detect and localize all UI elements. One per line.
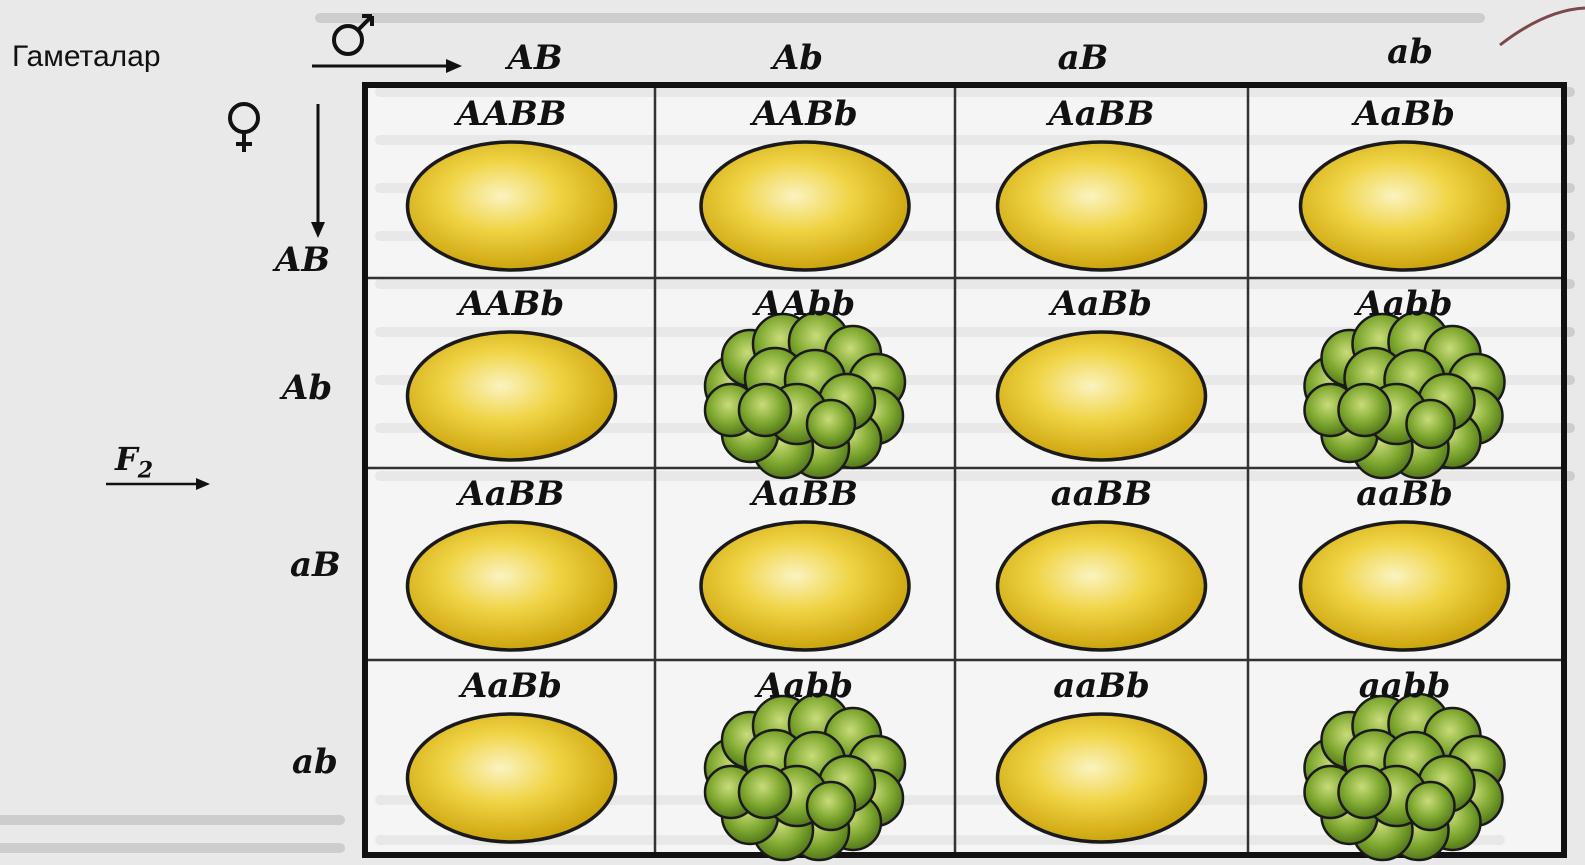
cell-genotype: AABb: [752, 94, 857, 134]
yellow-smooth-seed: [998, 332, 1206, 460]
cell-genotype: aabb: [1359, 666, 1451, 706]
cell-genotype: AAbb: [755, 284, 855, 324]
cell-genotype: aaBB: [1051, 474, 1153, 514]
cell-genotype: AaBb: [1051, 284, 1152, 324]
cell-genotype: aaBb: [1356, 474, 1453, 514]
yellow-smooth-seed: [408, 522, 616, 650]
green-wrinkled-seed: [705, 694, 905, 860]
cell-genotype: Aabb: [757, 666, 853, 706]
cell-genotype: AABb: [459, 284, 564, 324]
yellow-smooth-seed: [1301, 142, 1509, 270]
yellow-smooth-seed: [408, 714, 616, 842]
cell-genotype: AaBB: [1049, 94, 1155, 134]
green-wrinkled-seed: [1305, 694, 1505, 860]
yellow-smooth-seed: [1301, 522, 1509, 650]
cell-genotype: AaBB: [752, 474, 858, 514]
green-wrinkled-seed: [1305, 312, 1505, 478]
yellow-smooth-seed: [408, 142, 616, 270]
cell-genotype: Aabb: [1357, 284, 1453, 324]
cell-genotype: AaBb: [461, 666, 562, 706]
cell-genotype: aaBb: [1053, 666, 1150, 706]
green-wrinkled-seed: [705, 312, 905, 478]
cell-genotype: AaBB: [459, 474, 565, 514]
cell-genotype: AaBb: [1354, 94, 1455, 134]
yellow-smooth-seed: [408, 332, 616, 460]
yellow-smooth-seed: [701, 522, 909, 650]
cell-genotype: AABB: [456, 94, 566, 134]
yellow-smooth-seed: [701, 142, 909, 270]
yellow-smooth-seed: [998, 714, 1206, 842]
yellow-smooth-seed: [998, 142, 1206, 270]
yellow-smooth-seed: [998, 522, 1206, 650]
